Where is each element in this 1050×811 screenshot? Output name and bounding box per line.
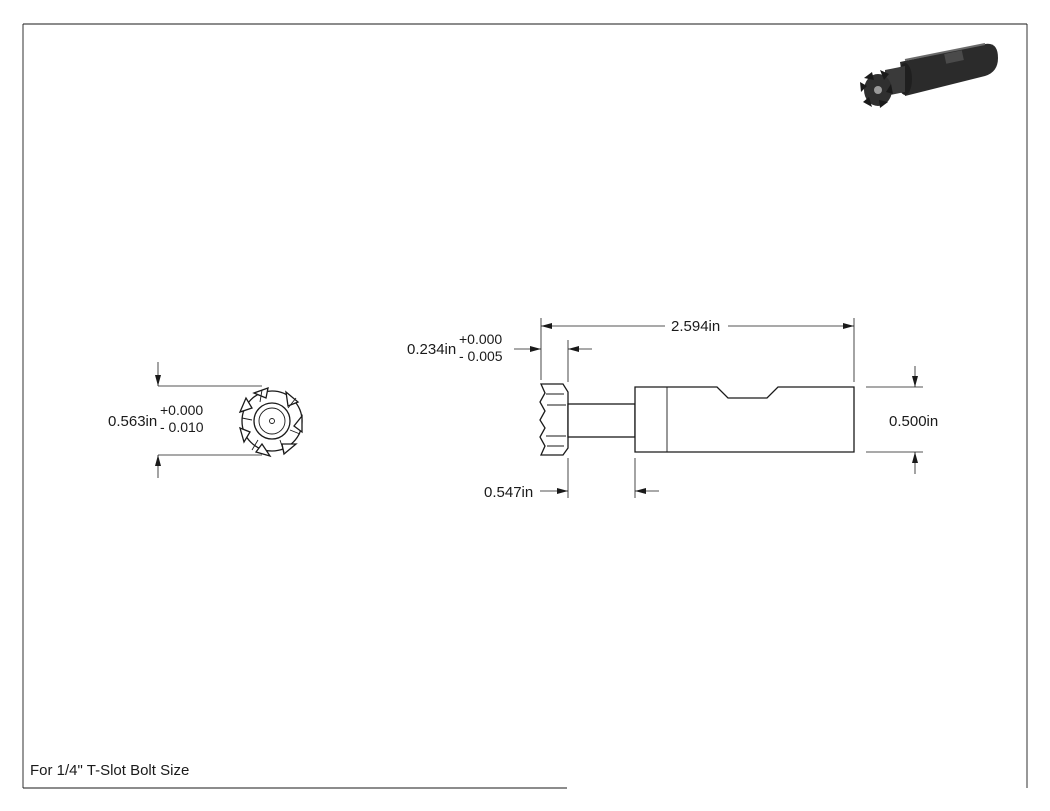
shank-diameter-dimension: 0.500in <box>866 366 938 474</box>
end-view-tolerance-minus: - 0.010 <box>160 419 204 435</box>
neck-length-dimension: 0.547in <box>484 458 659 501</box>
side-view <box>539 383 855 456</box>
isometric-preview <box>860 43 998 108</box>
end-view-diameter-label: 0.563in <box>108 413 157 430</box>
end-view-diameter-dimension: 0.563in +0.000 - 0.010 <box>108 362 262 478</box>
neck-length-label: 0.547in <box>484 484 533 501</box>
head-tolerance-minus: - 0.005 <box>459 348 503 364</box>
head-width-label: 0.234in <box>407 341 456 358</box>
head-width-dimension: 0.234in +0.000 - 0.005 <box>407 331 592 382</box>
head-tolerance-plus: +0.000 <box>459 331 502 347</box>
end-view-tolerance-plus: +0.000 <box>160 402 203 418</box>
end-view <box>238 387 303 458</box>
drawing-border <box>22 23 1028 789</box>
cutter-teeth <box>238 387 303 458</box>
overall-length-label: 2.594in <box>671 318 720 335</box>
overall-length-dimension: 2.594in <box>540 318 855 382</box>
shank-diameter-label: 0.500in <box>889 413 938 430</box>
size-note: For 1/4" T-Slot Bolt Size <box>30 762 189 779</box>
